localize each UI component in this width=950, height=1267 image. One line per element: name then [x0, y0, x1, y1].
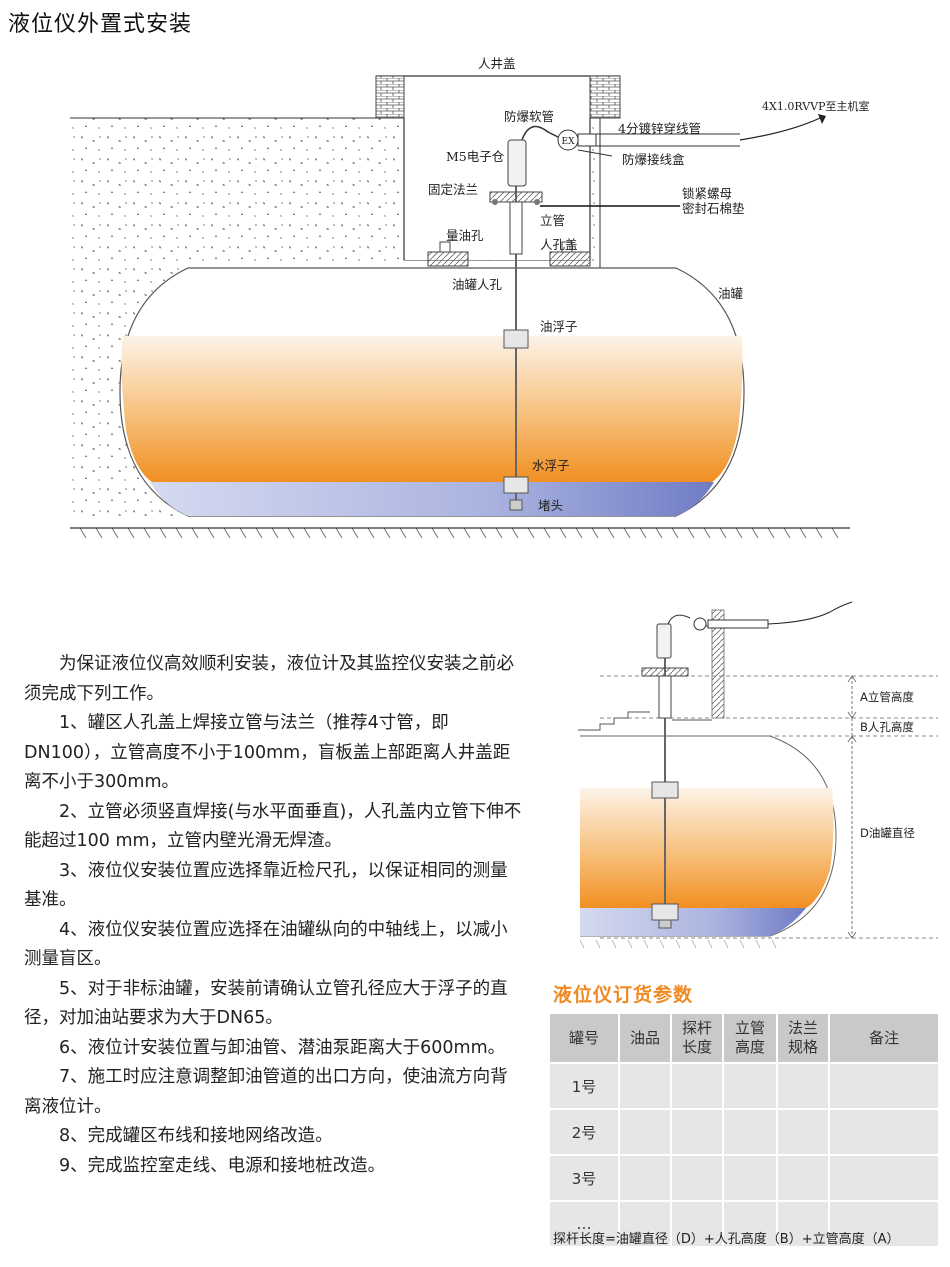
cell-tank-no: 2号 [548, 1108, 620, 1156]
junction-box: EX [540, 114, 826, 207]
order-params-title: 液位仪订货参数 [553, 984, 694, 1006]
label-plug: 堵头 [538, 498, 563, 513]
cell-standpipe-height[interactable] [722, 1154, 778, 1202]
label-b: B人孔高度 [860, 720, 914, 734]
cell-tank-no: 3号 [548, 1154, 620, 1202]
dimension-diagram: A立管高度 B人孔高度 D油罐直径 [578, 601, 938, 949]
instruction-item: 4、液位仪安装位置应选择在油罐纵向的中轴线上，以减小测量盲区。 [24, 919, 508, 970]
probe-assembly [489, 125, 561, 511]
manhole-pit [405, 100, 590, 260]
label-junction-box: 防爆接线盒 [622, 152, 685, 167]
ground-base [70, 527, 850, 539]
cell-flange-spec[interactable] [776, 1062, 830, 1110]
cell-standpipe-height[interactable] [722, 1200, 778, 1248]
installation-instructions: 为保证液位仪高效顺利安装，液位计及其监控仪安装之前必须完成下列工作。 1、罐区人… [24, 650, 524, 1181]
cell-tank-no: 1号 [548, 1062, 620, 1110]
label-tank-manway: 油罐人孔 [452, 277, 503, 292]
svg-text:EX: EX [562, 137, 576, 147]
table-row: 2号 [548, 1108, 940, 1156]
instruction-item: 9、完成监控室走线、电源和接地桩改造。 [59, 1155, 386, 1176]
oil-tank [119, 267, 745, 517]
cell-remarks[interactable] [828, 1154, 940, 1202]
label-flex-pipe: 防爆软管 [504, 109, 554, 124]
cell-remarks[interactable] [828, 1200, 940, 1248]
page-title: 液位仪外置式安装 [8, 12, 193, 37]
col-standpipe-height: 立管 高度 [722, 1012, 778, 1064]
instruction-item: 2、立管必须竖直焊接(与水平面垂直)，人孔盖内立管下伸不能超过100 mm，立管… [24, 801, 522, 852]
label-tank: 油罐 [718, 286, 744, 301]
cell-tank-no: … [548, 1200, 620, 1248]
instruction-item: 5、对于非标油罐，安装前请确认立管孔径应大于浮子的直径，对加油站要求为大于DN6… [24, 978, 508, 1029]
cell-remarks[interactable] [828, 1062, 940, 1110]
label-a: A立管高度 [860, 690, 914, 704]
cell-standpipe-height[interactable] [722, 1108, 778, 1156]
col-flange-spec: 法兰 规格 [776, 1012, 830, 1064]
cell-oil-type[interactable] [618, 1154, 672, 1202]
manway-base [427, 241, 591, 267]
label-water-float: 水浮子 [532, 458, 570, 473]
probe-length-formula: 探杆长度=油罐直径（D）+人孔高度（B）+立管高度（A） [553, 1232, 900, 1247]
table-row: 1号 [548, 1062, 940, 1110]
cell-probe-length[interactable] [670, 1154, 724, 1202]
label-m5: M5电子仓 [446, 149, 505, 164]
label-d: D油罐直径 [860, 826, 915, 840]
label-galv-pipe: 4分镀锌穿线管 [618, 121, 701, 136]
cell-probe-length[interactable] [670, 1108, 724, 1156]
cell-remarks[interactable] [828, 1108, 940, 1156]
instruction-item: 8、完成罐区布线和接地网络改造。 [59, 1126, 333, 1146]
col-probe-length: 探杆 长度 [670, 1012, 724, 1064]
instruction-item: 3、液位仪安装位置应选择靠近检尺孔，以保证相同的测量基准。 [24, 860, 508, 911]
cell-probe-length[interactable] [670, 1062, 724, 1110]
label-standpipe: 立管 [540, 213, 565, 228]
order-params-table: 罐号 油品 探杆 长度 立管 高度 法兰 规格 备注 1号 2号 3号 [548, 1012, 940, 1248]
table-row: … [548, 1200, 940, 1248]
label-flange: 固定法兰 [428, 182, 478, 197]
manhole-lid [375, 75, 621, 260]
table-header-row: 罐号 油品 探杆 长度 立管 高度 法兰 规格 备注 [548, 1012, 940, 1064]
instruction-item: 6、液位计安装位置与卸油管、潜油泵距离大于600mm。 [59, 1037, 506, 1058]
label-dip-hole: 量油孔 [446, 228, 484, 243]
label-lock-nut: 锁紧螺母 [682, 186, 732, 201]
cell-oil-type[interactable] [618, 1108, 672, 1156]
cell-oil-type[interactable] [618, 1062, 672, 1110]
label-manway-cover: 人孔盖 [540, 237, 578, 252]
col-remarks: 备注 [828, 1012, 940, 1064]
col-oil-type: 油品 [618, 1012, 672, 1064]
instruction-item: 1、罐区人孔盖上焊接立管与法兰（推荐4寸管，即DN100），立管高度不小于100… [24, 713, 511, 792]
cell-flange-spec[interactable] [776, 1154, 830, 1202]
cell-oil-type[interactable] [618, 1200, 672, 1248]
cell-probe-length[interactable] [670, 1200, 724, 1248]
instruction-item: 7、施工时应注意调整卸油管道的出口方向，使油流方向背离液位计。 [24, 1067, 508, 1117]
label-oil-float: 油浮子 [540, 319, 578, 334]
label-asbestos: 密封石棉垫 [682, 201, 745, 216]
table-row: 3号 [548, 1154, 940, 1202]
instruction-intro: 为保证液位仪高效顺利安装，液位计及其监控仪安装之前必须完成下列工作。 [24, 654, 514, 704]
cell-flange-spec[interactable] [776, 1200, 830, 1248]
label-cable: 4X1.0RVVP至主机室 [762, 99, 870, 113]
cell-flange-spec[interactable] [776, 1108, 830, 1156]
col-tank-no: 罐号 [548, 1012, 620, 1064]
cell-standpipe-height[interactable] [722, 1062, 778, 1110]
label-manhole-cover: 人井盖 [478, 56, 516, 71]
